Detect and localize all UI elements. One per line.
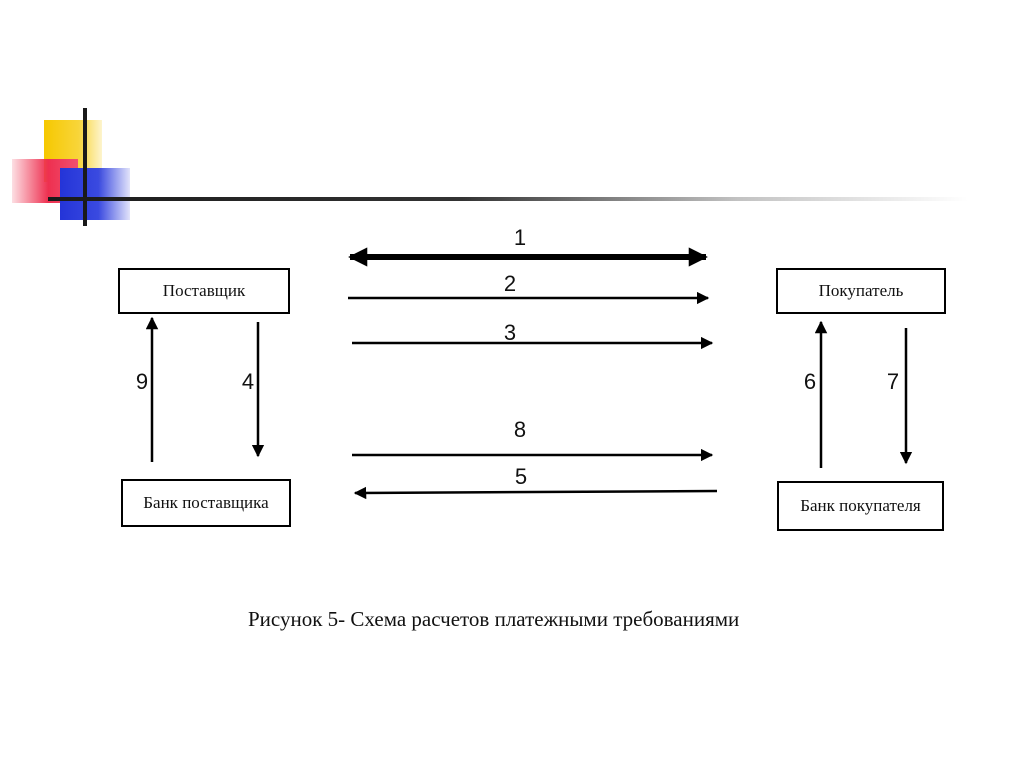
node-buyer-label: Покупатель (818, 281, 904, 300)
node-supplier-bank: Банк поставщика (121, 479, 291, 527)
flow-label-3: 3 (504, 320, 516, 345)
flow-label-2: 2 (504, 271, 516, 296)
flow-label-4: 4 (242, 369, 254, 394)
node-buyer-bank-label: Банк покупателя (800, 496, 921, 515)
flow-label-6: 6 (804, 369, 816, 394)
node-buyer-bank: Банк покупателя (777, 481, 944, 531)
node-supplier: Поставщик (118, 268, 290, 314)
node-supplier-label: Поставщик (162, 281, 246, 300)
flow-label-9: 9 (136, 369, 148, 394)
node-buyer: Покупатель (776, 268, 946, 314)
decor-blue-square (60, 168, 130, 220)
arrow-5 (353, 486, 718, 500)
flow-label-8: 8 (514, 417, 526, 442)
figure-caption: Рисунок 5- Схема расчетов платежными тре… (248, 607, 740, 631)
decor-horizontal-line (48, 197, 968, 201)
flow-label-1: 1 (514, 225, 526, 250)
flow-label-7: 7 (887, 369, 899, 394)
flow-label-5: 5 (515, 464, 527, 489)
decor-vertical-line (83, 108, 87, 226)
node-supplier-bank-label: Банк поставщика (143, 493, 269, 512)
